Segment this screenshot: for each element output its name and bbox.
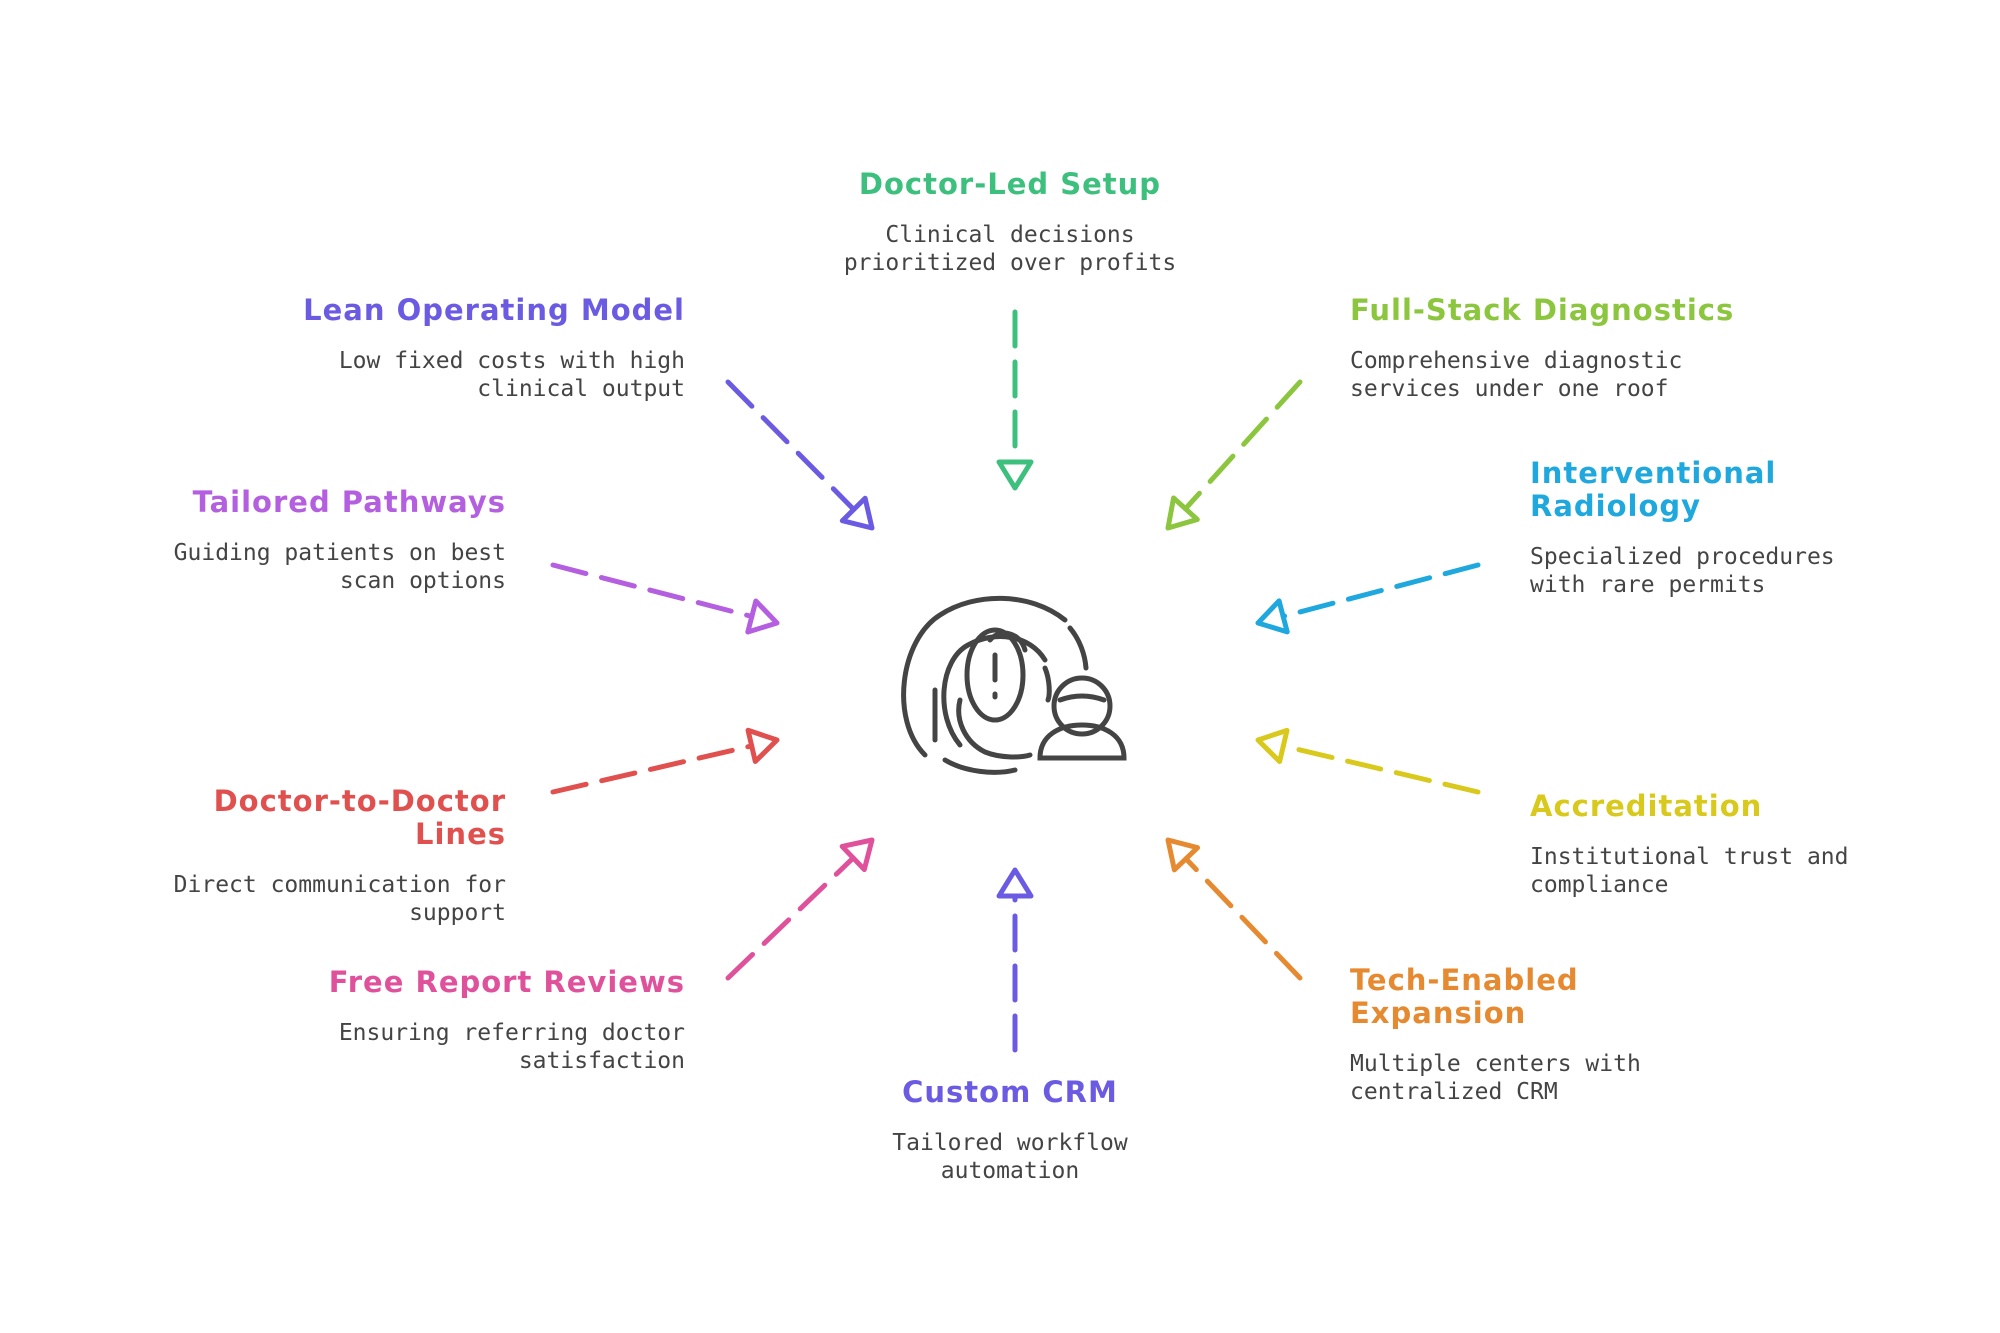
node-title: Free Report Reviews [328, 965, 685, 999]
node-free-report-reviews: Free Report Reviews Ensuring referring d… [205, 966, 685, 1075]
arrow-4 [1255, 727, 1481, 795]
node-title: Full-Stack Diagnostics [1350, 293, 1735, 327]
node-title: Custom CRM [902, 1075, 1118, 1109]
node-tailored-pathways: Tailored Pathways Guiding patients on be… [26, 486, 506, 595]
node-desc: Specialized procedures with rare permits [1530, 544, 1835, 598]
node-title: Interventional Radiology [1530, 456, 1777, 523]
arrow-9 [550, 562, 780, 635]
arrow-6 [996, 867, 1034, 1053]
node-doctor-to-doctor-lines: Doctor-to-Doctor Lines Direct communicat… [26, 785, 506, 927]
patient-scan-icon [901, 595, 1127, 775]
node-title: Tech-Enabled Expansion [1350, 963, 1579, 1030]
node-desc: Guiding patients on best scan options [173, 540, 506, 594]
arrow-8 [550, 727, 780, 795]
node-desc: Low fixed costs with high clinical outpu… [338, 348, 685, 402]
node-title: Doctor-to-Doctor Lines [213, 784, 506, 851]
node-desc: Institutional trust and compliance [1530, 844, 1849, 898]
arrow-1 [996, 309, 1034, 491]
node-desc: Multiple centers with centralized CRM [1350, 1051, 1641, 1105]
node-doctor-led-setup: Doctor-Led Setup Clinical decisions prio… [770, 168, 1250, 277]
arrow-5 [1165, 837, 1303, 981]
node-interventional-radiology: Interventional Radiology Specialized pro… [1530, 457, 2000, 599]
node-title: Accreditation [1530, 789, 1763, 823]
arrow-10 [725, 379, 875, 531]
node-desc: Tailored workflow automation [892, 1130, 1128, 1184]
node-desc: Ensuring referring doctor satisfaction [338, 1020, 685, 1074]
node-tech-enabled-expansion: Tech-Enabled Expansion Multiple centers … [1350, 964, 1830, 1106]
node-title: Lean Operating Model [303, 293, 685, 327]
arrow-3 [1255, 562, 1481, 635]
arrow-2 [1165, 379, 1303, 531]
node-desc: Clinical decisions prioritized over prof… [843, 222, 1177, 276]
node-custom-crm: Custom CRM Tailored workflow automation [770, 1076, 1250, 1185]
node-desc: Comprehensive diagnostic services under … [1350, 348, 1683, 402]
arrow-7 [725, 837, 875, 981]
node-lean-operating-model: Lean Operating Model Low fixed costs wit… [205, 294, 685, 403]
node-accreditation: Accreditation Institutional trust and co… [1530, 790, 2000, 899]
node-title: Tailored Pathways [192, 485, 506, 519]
node-full-stack-diagnostics: Full-Stack Diagnostics Comprehensive dia… [1350, 294, 1830, 403]
node-title: Doctor-Led Setup [858, 167, 1162, 201]
node-desc: Direct communication for support [173, 872, 506, 926]
